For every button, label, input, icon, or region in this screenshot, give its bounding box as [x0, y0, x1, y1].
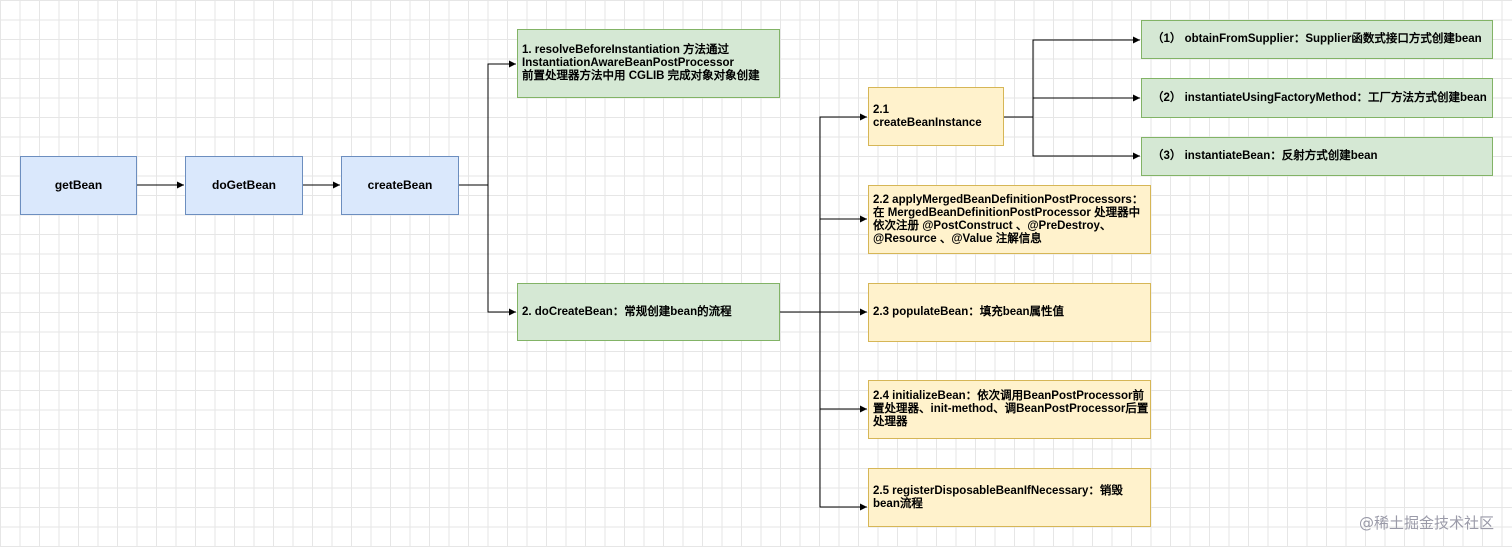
createbean-label: createBean — [367, 178, 433, 192]
apply-merged-line3: 依次注册 @PostConstruct 、@PreDestroy、 — [873, 219, 1112, 232]
create-bean-instance-label: 2.1 createBeanInstance — [873, 103, 982, 129]
register-disposable-node[interactable]: 2.5 registerDisposableBeanIfNecessary：销毁… — [868, 468, 1151, 527]
edge-createbean-docreatebean — [487, 185, 516, 316]
resolve-before-line2: InstantiationAwareBeanPostProcessor — [522, 57, 734, 69]
edge-docreate-initialize — [819, 312, 867, 413]
instantiate-factory-method-node[interactable]: （2） instantiateUsingFactoryMethod：工厂方法方式… — [1141, 78, 1493, 118]
populate-bean-label: 2.3 populateBean：填充bean属性值 — [873, 306, 1065, 318]
create-bean-instance-node[interactable]: 2.1 createBeanInstance — [868, 87, 1004, 146]
populate-bean-node[interactable]: 2.3 populateBean：填充bean属性值 — [868, 283, 1151, 342]
docreatebean-node[interactable]: 2. doCreateBean：常规创建bean的流程 — [517, 283, 780, 341]
apply-merged-line1: 2.2 applyMergedBeanDefinitionPostProcess… — [873, 193, 1144, 206]
resolve-before-line1: 1. resolveBeforeInstantiation 方法通过 — [522, 44, 730, 56]
edge-docreate-register — [819, 409, 867, 511]
initialize-bean-line1: 2.4 initializeBean：依次调用BeanPostProcessor… — [873, 390, 1144, 402]
resolve-before-instantiation-node[interactable]: 1. resolveBeforeInstantiation 方法通过 Insta… — [517, 29, 780, 98]
edge-createbean-resolve — [459, 60, 516, 186]
resolve-before-line3: 前置处理器方法中用 CGLIB 完成对象对象创建 — [522, 70, 760, 82]
initialize-bean-line3: 处理器 — [873, 416, 908, 428]
dogetbean-node[interactable]: doGetBean — [185, 156, 303, 215]
getbean-label: getBean — [54, 178, 103, 192]
apply-merged-line4: @Resource 、@Value 注解信息 — [873, 232, 1042, 245]
getbean-node[interactable]: getBean — [20, 156, 137, 215]
createbean-node[interactable]: createBean — [341, 156, 459, 215]
instantiate-bean-label: （3） instantiateBean：反射方式创建bean — [1152, 150, 1378, 162]
edge-instance-supplier — [1004, 36, 1140, 118]
initialize-bean-node[interactable]: 2.4 initializeBean：依次调用BeanPostProcessor… — [868, 380, 1151, 439]
edge-instance-reflect — [1032, 117, 1140, 160]
instantiate-bean-node[interactable]: （3） instantiateBean：反射方式创建bean — [1141, 137, 1493, 176]
instantiate-factory-method-label: （2） instantiateUsingFactoryMethod：工厂方法方式… — [1152, 91, 1487, 104]
obtain-from-supplier-node[interactable]: （1） obtainFromSupplier：Supplier函数式接口方式创建… — [1141, 20, 1493, 59]
edge-docreate-createinstance — [780, 113, 867, 313]
obtain-from-supplier-label: （1） obtainFromSupplier：Supplier函数式接口方式创建… — [1152, 33, 1482, 45]
register-disposable-line1: 2.5 registerDisposableBeanIfNecessary：销毁 — [873, 484, 1123, 497]
dogetbean-label: doGetBean — [211, 178, 276, 192]
apply-merged-node[interactable]: 2.2 applyMergedBeanDefinitionPostProcess… — [868, 185, 1151, 254]
initialize-bean-line2: 置处理器、init-method、调BeanPostProcessor后置 — [873, 403, 1149, 415]
watermark: @稀土掘金技术社区 — [1358, 514, 1494, 532]
register-disposable-line2: bean流程 — [873, 497, 923, 510]
docreatebean-label: 2. doCreateBean：常规创建bean的流程 — [522, 305, 732, 318]
apply-merged-line2: 在 MergedBeanDefinitionPostProcessor 处理器中 — [873, 206, 1141, 219]
